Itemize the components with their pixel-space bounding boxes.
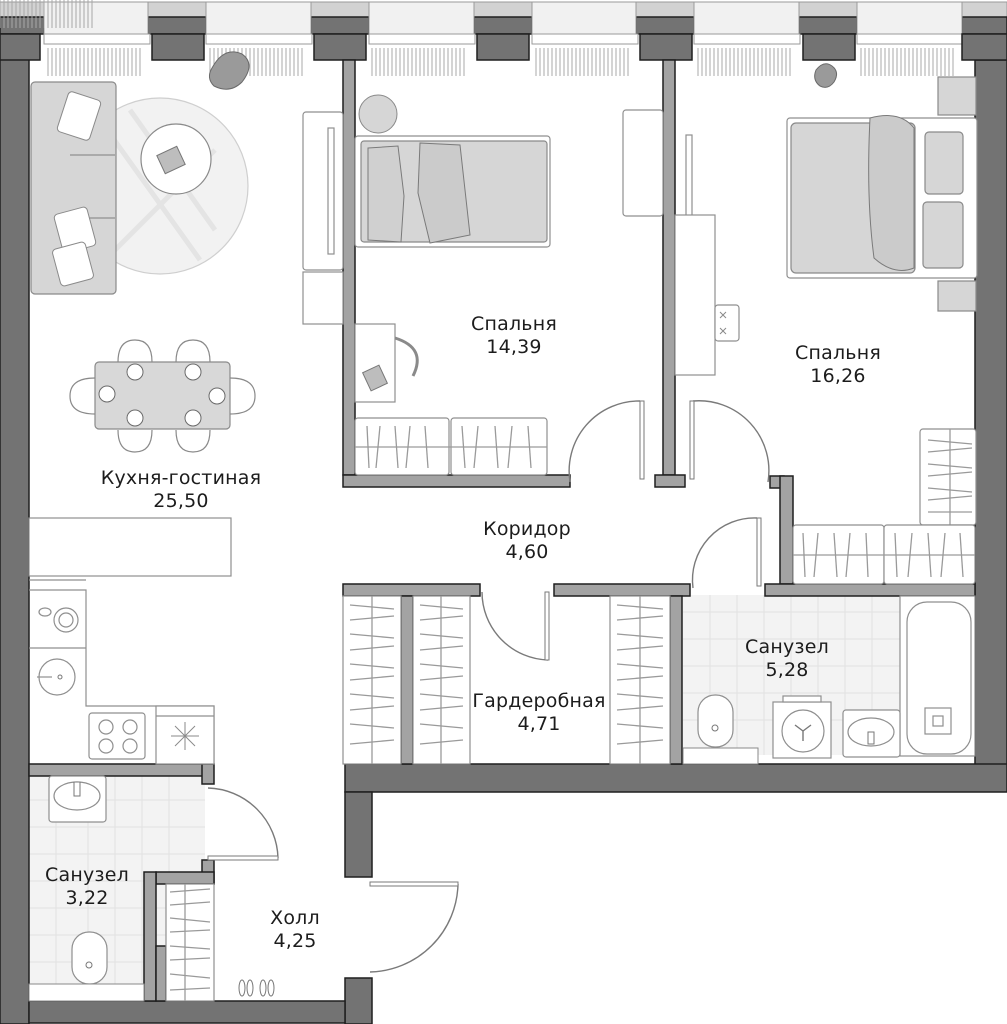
stove-icon [88,712,146,760]
wardrobe-icon [792,428,977,585]
room-name: Гардеробная [472,690,606,712]
room-name: Холл [270,907,320,929]
bed-icon [354,94,551,248]
tv-icon [302,109,693,271]
room-area: 4,60 [505,541,549,563]
bathtub-icon [899,595,976,757]
room-label-kitchen-living: Кухня-гостиная 25,50 [101,467,261,513]
wardrobe-icon [354,417,548,476]
room-label-bathroom-1: Санузел 5,28 [745,636,829,682]
room-label-corridor: Коридор 4,60 [483,518,571,564]
plant-icon [208,51,838,90]
washing-machine-icon [772,695,832,759]
bed-icon [786,76,978,312]
room-name: Коридор [483,518,571,540]
sink-icon [842,709,901,758]
wardrobe-icon [342,595,671,765]
sink-icon [37,658,76,696]
toilet-icon [682,694,759,765]
coffee-table-icon [140,123,212,195]
wardrobe-icon [674,214,740,376]
room-area: 5,28 [765,659,809,681]
door-icon[interactable] [207,400,770,973]
room-name: Спальня [795,342,881,364]
room-label-bedroom-1: Спальня 14,39 [471,313,557,359]
dishes-icon [38,607,79,633]
inner-walls [28,59,976,1002]
room-name: Санузел [45,864,129,886]
sofa-icon [30,81,117,295]
window-sills [43,33,964,45]
room-area: 25,50 [153,490,209,512]
room-area: 4,25 [273,930,317,952]
fridge-icon [155,705,215,765]
outer-walls [0,33,1007,1024]
room-label-hall: Холл 4,25 [270,907,320,953]
room-name: Кухня-гостиная [100,467,262,489]
wardrobe-icon [165,883,215,1002]
room-label-bedroom-2: Спальня 16,26 [795,342,881,388]
desk-icon [302,271,419,403]
window-row [0,1,1007,61]
room-area: 14,39 [486,336,542,358]
room-name: Санузел [745,636,829,658]
room-area: 4,71 [517,713,561,735]
room-name: Спальня [471,313,557,335]
sink-icon [48,775,107,823]
shoes-icon [238,979,275,997]
curtain-icon [0,0,954,77]
chair-icon [69,339,256,453]
room-label-bathroom-2: Санузел 3,22 [45,864,129,910]
dining-table-icon [69,339,256,453]
toilet-icon [28,931,145,1002]
wall-piers [0,1,1007,35]
room-area: 3,22 [65,887,109,909]
room-label-wardrobe: Гардеробная 4,71 [472,690,605,736]
room-area: 16,26 [810,365,866,387]
